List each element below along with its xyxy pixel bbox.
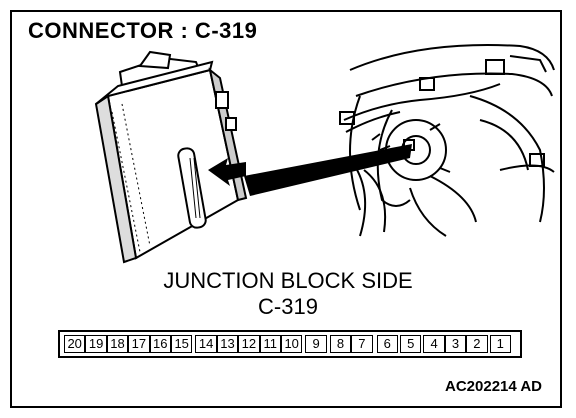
figure-frame [10, 10, 562, 408]
pin-5: 5 [400, 335, 422, 353]
pin-8: 8 [329, 335, 352, 353]
callout-wedge [244, 144, 412, 196]
pin-4: 4 [423, 335, 445, 353]
pin-2: 2 [466, 335, 488, 353]
pin-9: 9 [305, 335, 327, 353]
caption-line-1: JUNCTION BLOCK SIDE [163, 268, 413, 293]
junction-block [94, 50, 248, 264]
pin-14: 14 [195, 335, 217, 353]
pin-11: 11 [259, 335, 281, 353]
caption-line-2: C-319 [258, 294, 318, 319]
figure-code: AC202214 AD [445, 378, 542, 395]
pin-13: 13 [216, 335, 239, 353]
pin-17: 17 [128, 335, 150, 353]
pin-6: 6 [376, 335, 398, 353]
pin-15: 15 [171, 335, 193, 353]
pointer-arrow [208, 158, 246, 186]
pin-20: 20 [64, 335, 86, 353]
pin-7: 7 [351, 335, 373, 353]
pin-3: 3 [444, 335, 467, 353]
pin-18: 18 [106, 335, 129, 353]
pin-12: 12 [238, 335, 260, 353]
pin-1: 1 [489, 335, 511, 353]
pin-16: 16 [149, 335, 171, 353]
dashboard-sketch [339, 44, 555, 237]
connector-title: CONNECTOR : C-319 [28, 18, 258, 43]
pin-19: 19 [85, 335, 107, 353]
pin-10: 10 [281, 335, 303, 353]
